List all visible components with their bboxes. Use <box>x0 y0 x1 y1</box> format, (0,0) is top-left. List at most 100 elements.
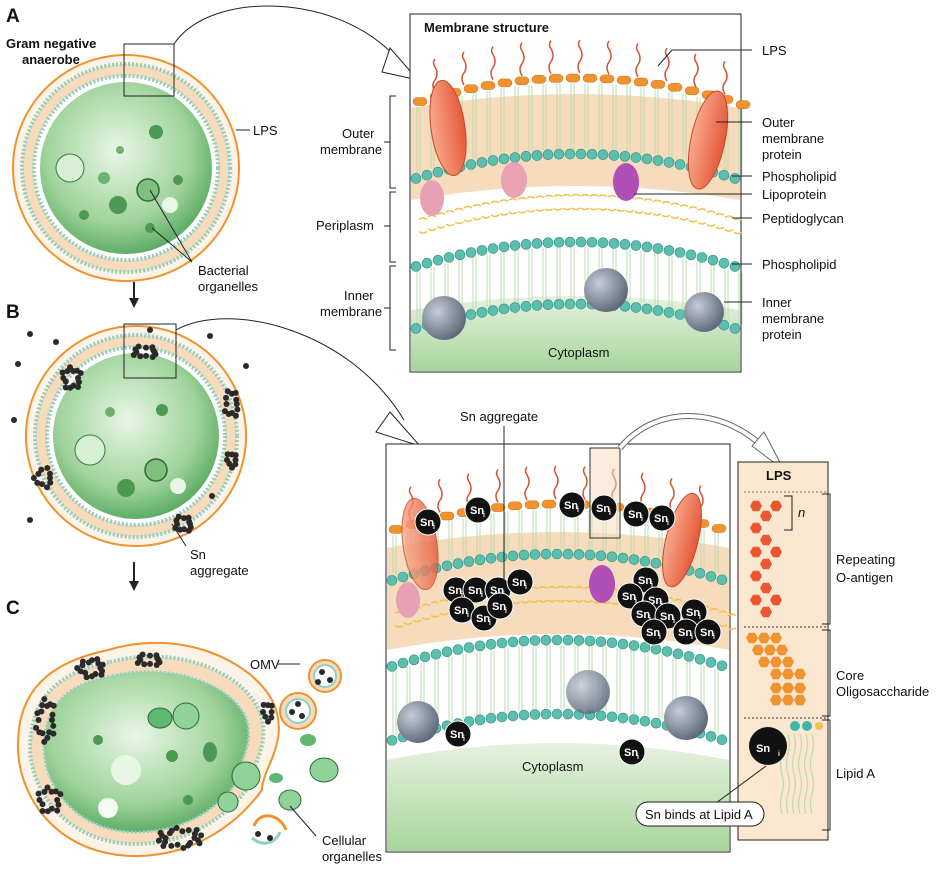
cell-b-sn-particles <box>11 327 249 534</box>
phospholipid-head <box>716 574 728 586</box>
imp-label-2: membrane <box>762 311 824 326</box>
zoom-arrow-b <box>175 318 405 421</box>
sn-ion-subscript: i <box>463 736 465 743</box>
phospholipid-head <box>430 648 442 660</box>
sn-omp-right <box>662 492 702 588</box>
membrane-right-labels: LPS Outer membrane protein Phospholipid … <box>634 43 844 342</box>
sn-ion-symbol: Sn <box>468 585 482 597</box>
sn-imp-mid <box>566 670 610 714</box>
phospholipid-head <box>683 651 695 662</box>
sn-particle <box>30 475 37 481</box>
cell-c-organelle <box>147 707 173 729</box>
phospholipid-head <box>531 238 543 249</box>
phospholipid-head <box>498 303 510 315</box>
phospholipid-head <box>520 239 532 250</box>
sn-particle <box>54 807 61 814</box>
sn-particle <box>175 513 182 520</box>
sn-particle <box>268 714 275 721</box>
sn-cytoplasm-label: Cytoplasm <box>522 759 583 774</box>
sn-particle <box>260 709 266 715</box>
phospholipid-head <box>663 307 675 318</box>
organelles-label-1: Bacterial <box>198 263 249 278</box>
peptidoglycan-strand <box>733 217 743 221</box>
outer-membrane-protein-right <box>687 90 729 190</box>
sn-ion-symbol: Sn <box>654 513 668 525</box>
phospholipid-head <box>652 155 664 166</box>
peptidoglycan-strand <box>610 602 620 605</box>
phospholipid-head <box>509 152 521 163</box>
sn-ion-subscript: i <box>713 634 715 641</box>
phospholipid-head <box>553 236 565 248</box>
phospholipid-head <box>575 298 587 310</box>
cell-a-organelle <box>55 153 85 183</box>
lps-chain <box>524 466 530 501</box>
o-antigen-sugar <box>770 594 782 606</box>
core-sugar <box>776 644 788 656</box>
sn-particle <box>50 722 57 729</box>
peptidoglycan-strand <box>463 205 473 209</box>
phospholipid-head <box>540 634 552 646</box>
lipid-a-tail <box>809 733 815 815</box>
sn-particle <box>89 673 95 680</box>
sn-ion-symbol: Sn <box>628 509 642 521</box>
lps-chain <box>437 478 443 513</box>
sn-particle <box>76 379 82 386</box>
peptidoglycan-strand <box>634 210 644 214</box>
lps-head <box>650 80 666 89</box>
membrane-brackets <box>384 95 396 351</box>
lipid-a-tail <box>803 733 809 815</box>
lps-chain <box>664 47 670 82</box>
peptidoglycan-strand <box>481 215 491 219</box>
phospholipid-head <box>474 640 486 652</box>
core-sugar <box>764 644 776 656</box>
phospholipid-head <box>498 241 510 253</box>
outer-membrane-protein-left <box>429 79 467 177</box>
periplasm-label: Periplasm <box>316 218 374 233</box>
peptidoglycan-strand <box>430 601 440 605</box>
n-bracket <box>784 495 793 531</box>
phospholipid-head <box>520 151 532 162</box>
sn-particle <box>59 369 66 376</box>
phospholipid-head <box>641 153 653 165</box>
phospholipid-head <box>617 712 629 724</box>
peptidoglycan-strand <box>706 223 716 227</box>
peptidoglycan-strand <box>535 208 545 212</box>
panel-label-a: A <box>6 6 20 27</box>
sn-particle <box>234 406 241 413</box>
peptidoglycan-strand <box>661 200 671 204</box>
lipid-a-tail <box>797 733 803 815</box>
sn-ion-symbol: Sn <box>624 747 638 759</box>
phospholipid-head <box>694 654 706 665</box>
lipoprotein-left <box>501 162 527 198</box>
lps-head <box>524 500 540 509</box>
peptidoglycan-strand <box>538 599 548 603</box>
membrane-fragment <box>252 814 288 831</box>
sn-particle <box>157 829 164 836</box>
core-sugar <box>770 682 782 694</box>
phospholipid-head <box>641 241 653 253</box>
phospholipid-head <box>529 709 541 720</box>
phospholipid-head <box>542 237 554 249</box>
sn-particle <box>89 657 95 664</box>
sn-ion-symbol: Sn <box>686 607 700 619</box>
phospholipid-head <box>630 302 642 313</box>
lps-chain <box>693 53 699 88</box>
sn-particle <box>57 791 64 798</box>
down-arrowhead-bc <box>129 581 139 591</box>
sn-ion <box>506 568 534 596</box>
membrane-structure-panel: Membrane structure Cytoplasm <box>409 13 751 373</box>
phospholipid-head <box>463 642 475 653</box>
phospholipid-head <box>685 249 697 261</box>
peptidoglycan-strand <box>535 195 545 199</box>
phospholipid-head <box>650 717 662 729</box>
sn-particle <box>143 344 149 351</box>
sn-membrane-decor <box>386 465 737 746</box>
phospholipid-head <box>386 661 398 672</box>
inner-label-1: Inner <box>344 288 374 303</box>
peptidoglycan-strand <box>556 599 566 603</box>
phospholipid-head <box>474 714 486 726</box>
phospholipid-head <box>443 252 455 263</box>
inner-membrane-protein-left <box>422 296 466 340</box>
